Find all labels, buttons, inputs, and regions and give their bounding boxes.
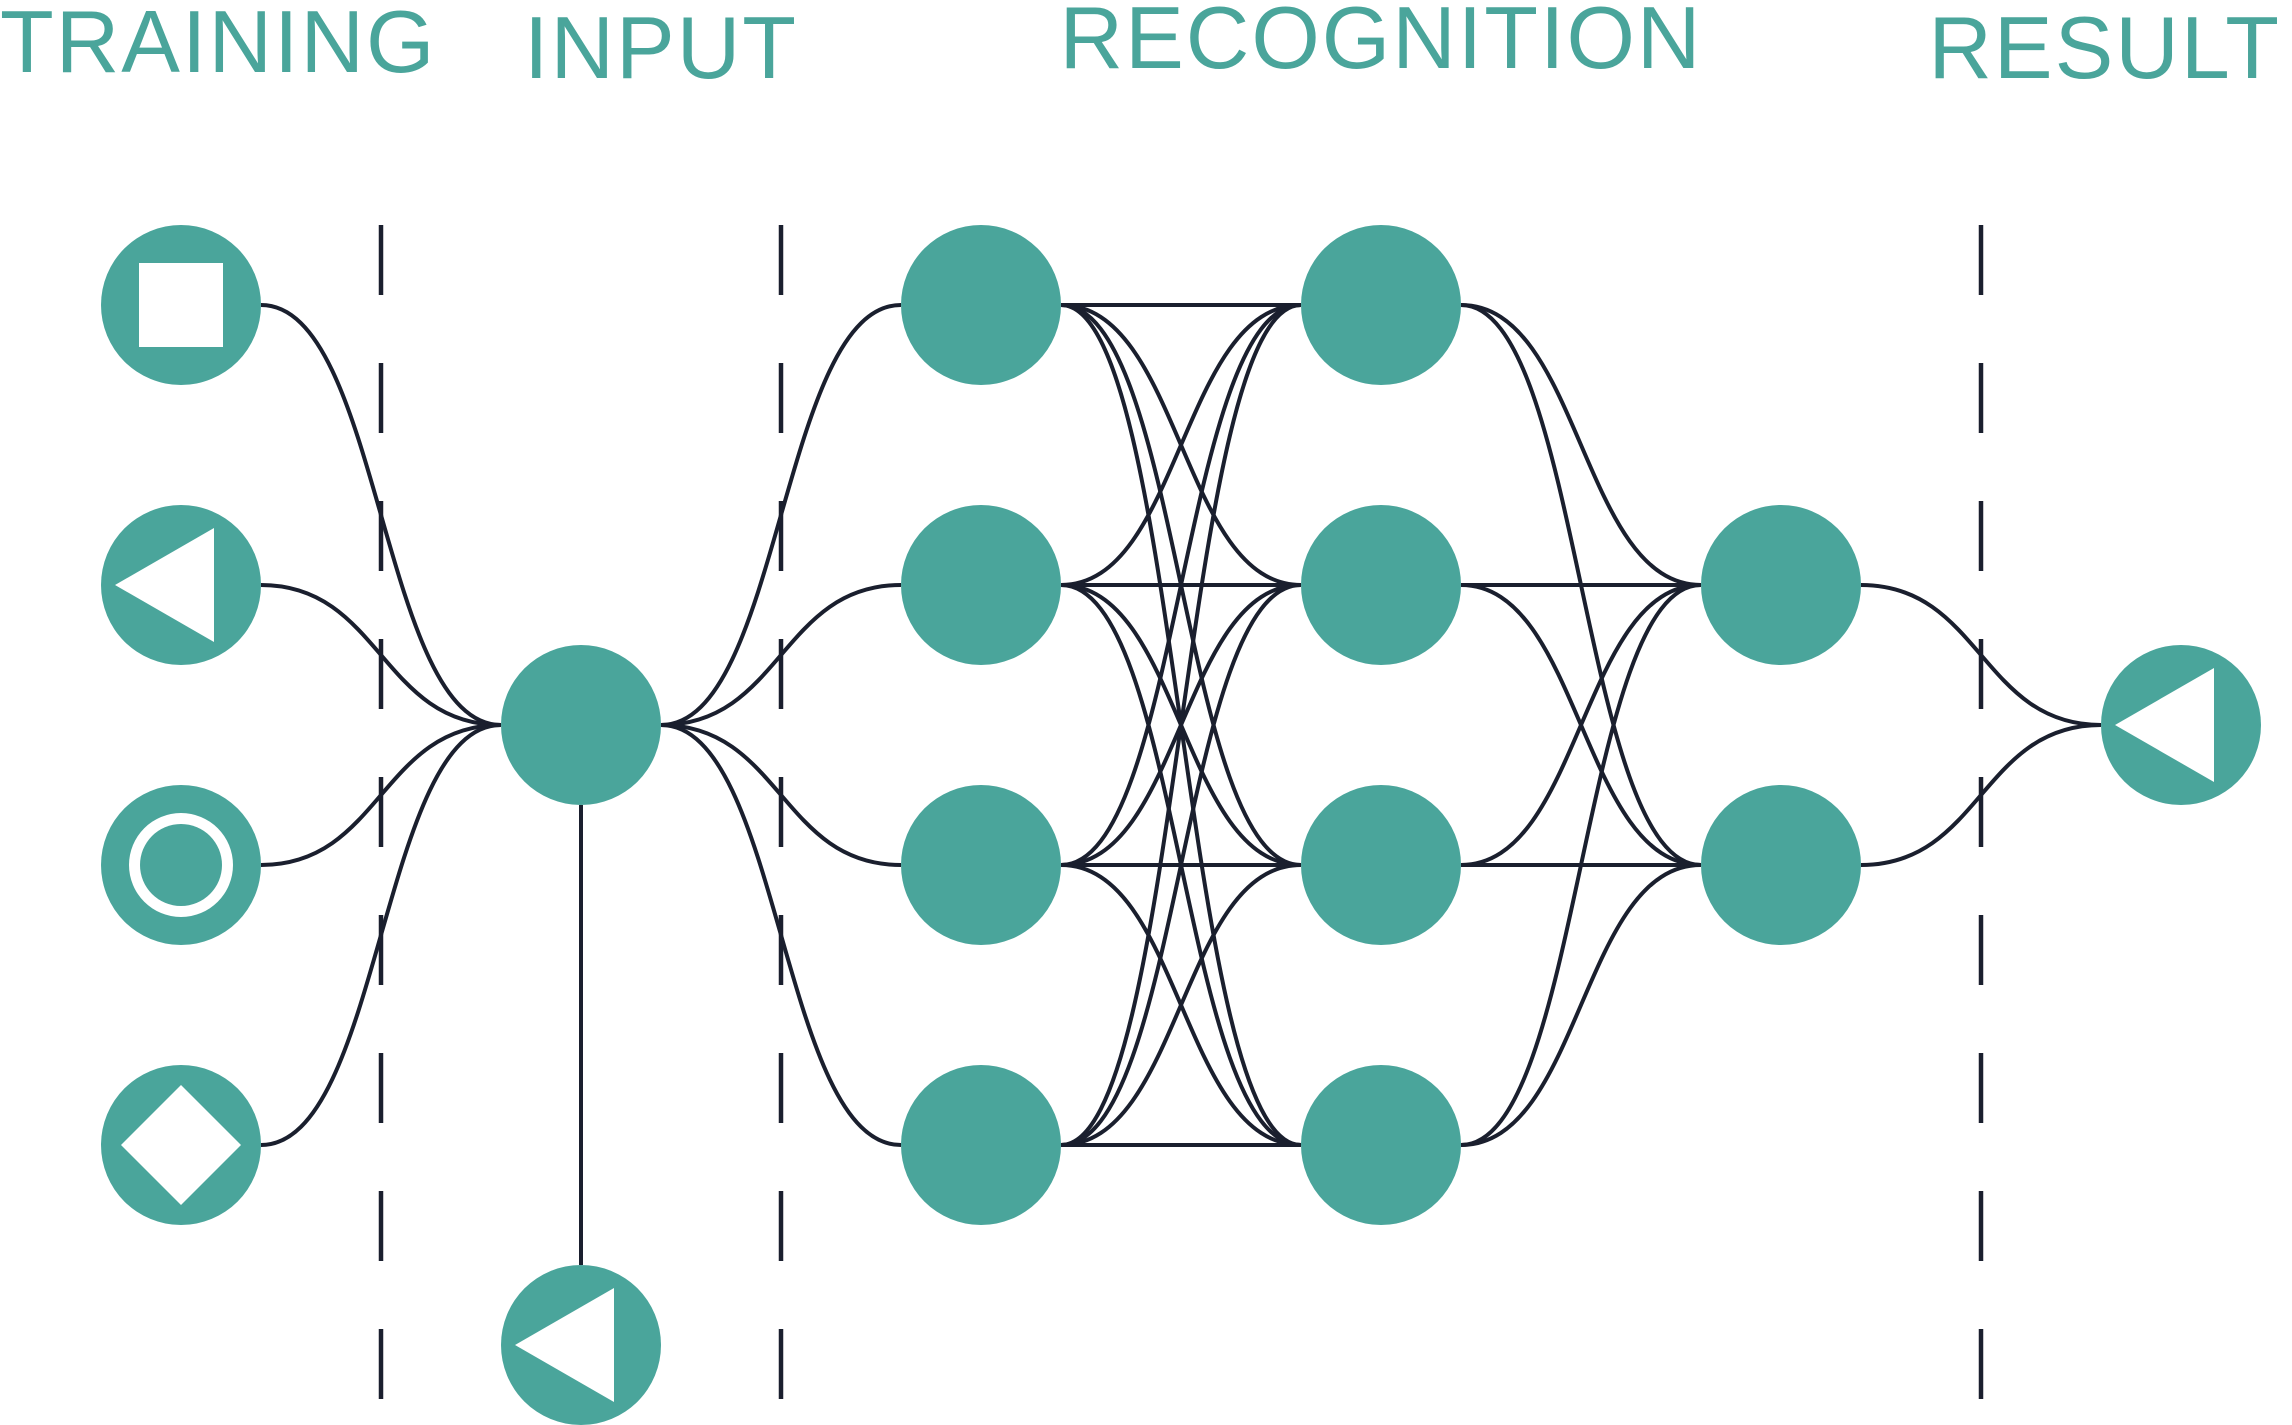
node-b2 [1301,505,1461,665]
edge-a3-b1 [1060,303,1302,867]
node-out [2101,645,2261,805]
diamond-icon [121,1085,241,1205]
node-circle [1301,1065,1461,1225]
edge-t1-in [260,303,502,727]
triangle-left-icon [515,1288,614,1402]
edge-a4-b1 [1060,303,1302,1147]
ring-hole [140,824,222,906]
node-t1 [101,225,261,385]
node-circle [1301,785,1461,945]
edge-b1-c1 [1460,303,1702,587]
triangle-left-icon [115,528,214,642]
stage-label-result: RESULT [1928,0,2281,97]
triangle-left-icon [2115,668,2214,782]
node-circle [901,785,1061,945]
node-circle [901,505,1061,665]
node-circle [501,645,661,805]
node-circle [1701,785,1861,945]
edge-b4-c2 [1460,863,1702,1147]
stage-label-training: TRAINING [0,0,436,91]
node-b3 [1301,785,1461,945]
edge-c2-out [1860,723,2102,867]
stage-labels: TRAINING INPUT RECOGNITION RESULT [0,0,2281,97]
node-t4 [101,1065,261,1225]
stage-label-input: INPUT [524,0,798,97]
edge-in-a2 [660,583,902,727]
edge-c1-out [1860,583,2102,727]
square-icon [139,263,223,347]
node-circle [901,1065,1061,1225]
node-a4 [901,1065,1061,1225]
node-q [501,1265,661,1425]
node-c1 [1701,505,1861,665]
edge-in-a4 [660,723,902,1147]
edge-t4-in [260,723,502,1147]
node-t3 [101,785,261,945]
node-circle [901,225,1061,385]
edge-b3-c1 [1460,583,1702,867]
node-b1 [1301,225,1461,385]
edge-in-a3 [660,723,902,867]
stage-dividers [378,225,1984,1405]
node-c2 [1701,785,1861,945]
edge-b4-c1 [1460,583,1702,1147]
nodes [101,225,2261,1425]
node-t2 [101,505,261,665]
node-b4 [1301,1065,1461,1225]
node-a3 [901,785,1061,945]
node-a2 [901,505,1061,665]
edge-a4-b3 [1060,863,1302,1147]
node-circle [1301,505,1461,665]
node-in [501,645,661,805]
stage-label-recognition: RECOGNITION [1060,0,1703,87]
node-a1 [901,225,1061,385]
edge-in-a1 [660,303,902,727]
node-circle [1701,505,1861,665]
edge-t2-in [260,583,502,727]
connections [260,303,2102,1265]
edge-t3-in [260,723,502,867]
edge-a2-b1 [1060,303,1302,587]
node-circle [1301,225,1461,385]
edge-a4-b2 [1060,583,1302,1147]
